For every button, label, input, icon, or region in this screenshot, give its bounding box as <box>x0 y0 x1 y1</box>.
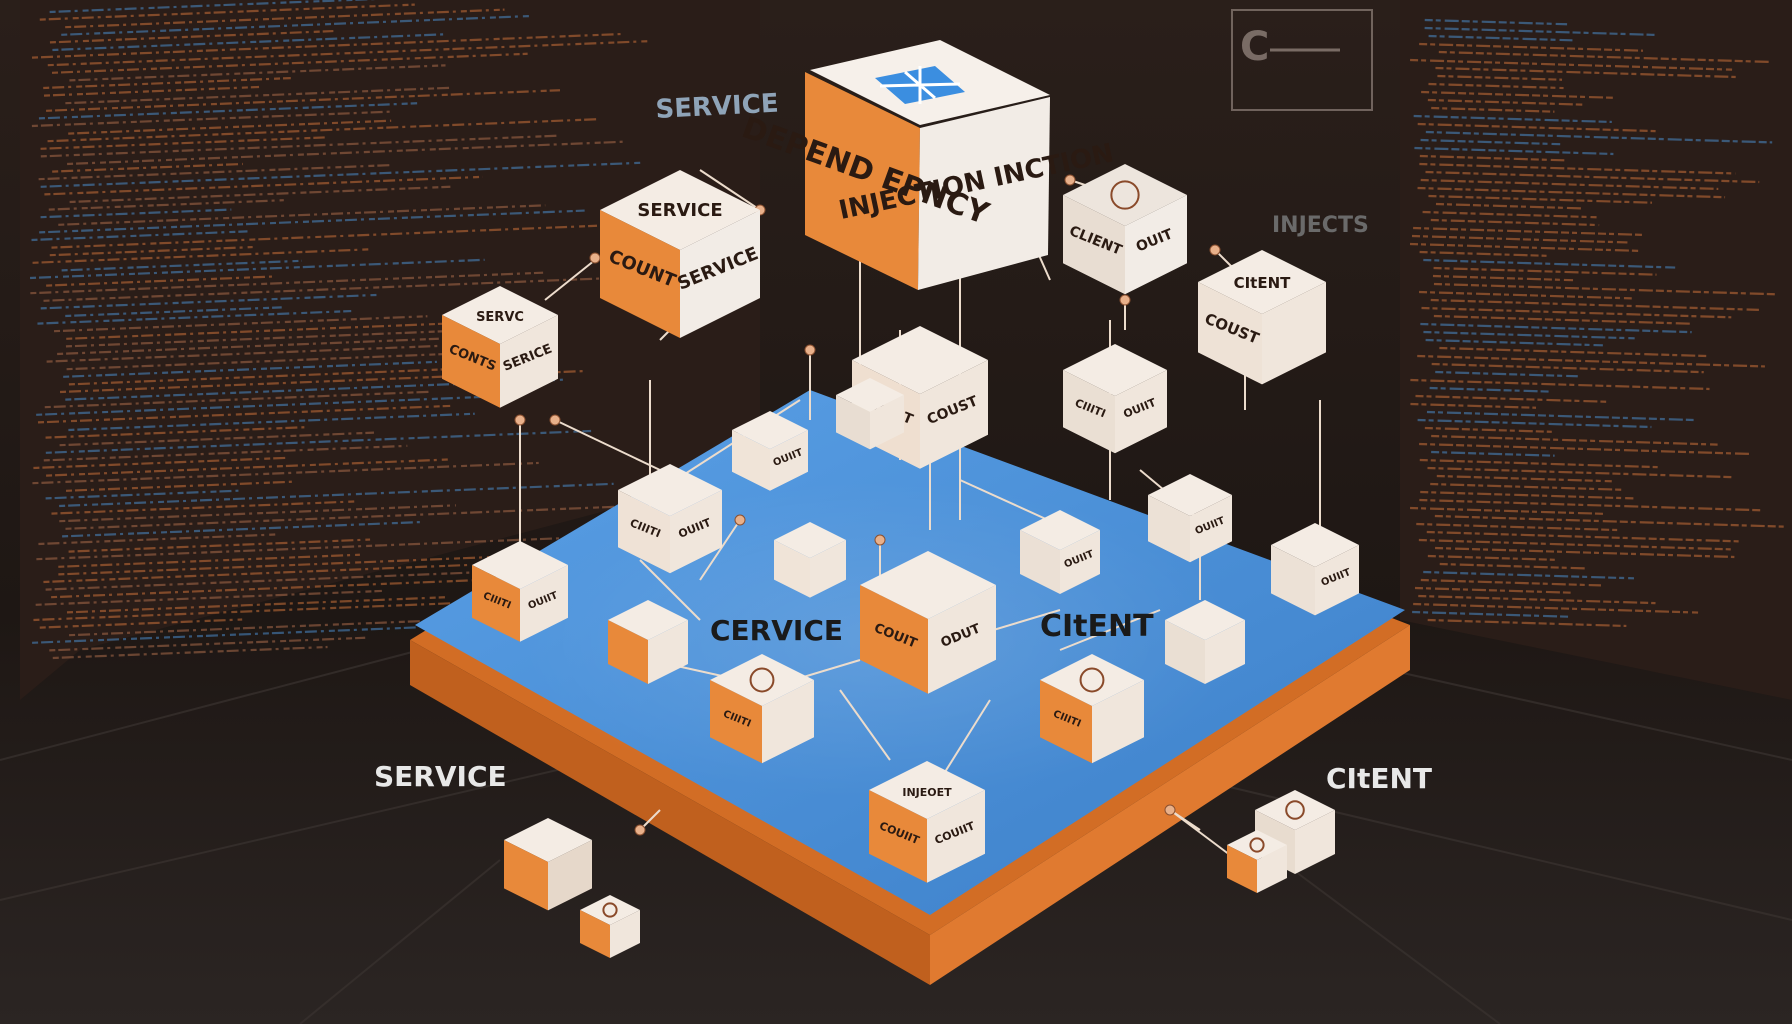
cube-label: SERVICE <box>637 200 722 221</box>
small-cube-a: OUIIT <box>732 411 808 491</box>
floor-cube-right-small <box>1227 830 1287 893</box>
star-logo-icon <box>875 66 965 104</box>
swirl-icon <box>1079 667 1105 693</box>
cube-platform-left2 <box>608 600 688 684</box>
monitor-icon: C <box>1231 9 1373 111</box>
swirl-icon <box>602 902 618 918</box>
cube-label: INJEOET <box>902 786 952 799</box>
label-client-bottom: CItENT <box>1326 762 1432 795</box>
cube-bottom-right: CIIITI <box>1040 654 1144 764</box>
label-service-top: SERVICE <box>655 89 780 125</box>
cube-far-right: OUIIT <box>1271 523 1359 616</box>
svg-text:C: C <box>1240 24 1269 70</box>
cube-center-client: OUIIT <box>1020 510 1100 594</box>
right-code-wall <box>1400 0 1792 700</box>
floor-cube-left <box>504 818 592 911</box>
label-client-mid: CItENT <box>1040 609 1154 644</box>
cube-bottom-left: CIIITI <box>710 654 814 764</box>
cube-label: CItENT <box>1234 274 1292 292</box>
label-injects: INJECTS <box>1272 213 1369 238</box>
swirl-icon <box>1249 837 1265 853</box>
cube-center-small <box>774 522 846 598</box>
floor-cube-left-small <box>580 895 640 958</box>
swirl-icon <box>749 667 775 693</box>
swirl-icon <box>1110 180 1140 210</box>
cube-platform-right2 <box>1165 600 1245 684</box>
left-code-wall <box>20 0 760 700</box>
label-service-mid: CERVICE <box>710 614 843 647</box>
small-cube-b <box>836 378 904 450</box>
cube-mid-right: OUIIT <box>1148 474 1232 563</box>
swirl-icon <box>1285 800 1305 820</box>
label-service-bottom: SERVICE <box>374 760 507 793</box>
cube-label: SERVC <box>476 310 524 325</box>
